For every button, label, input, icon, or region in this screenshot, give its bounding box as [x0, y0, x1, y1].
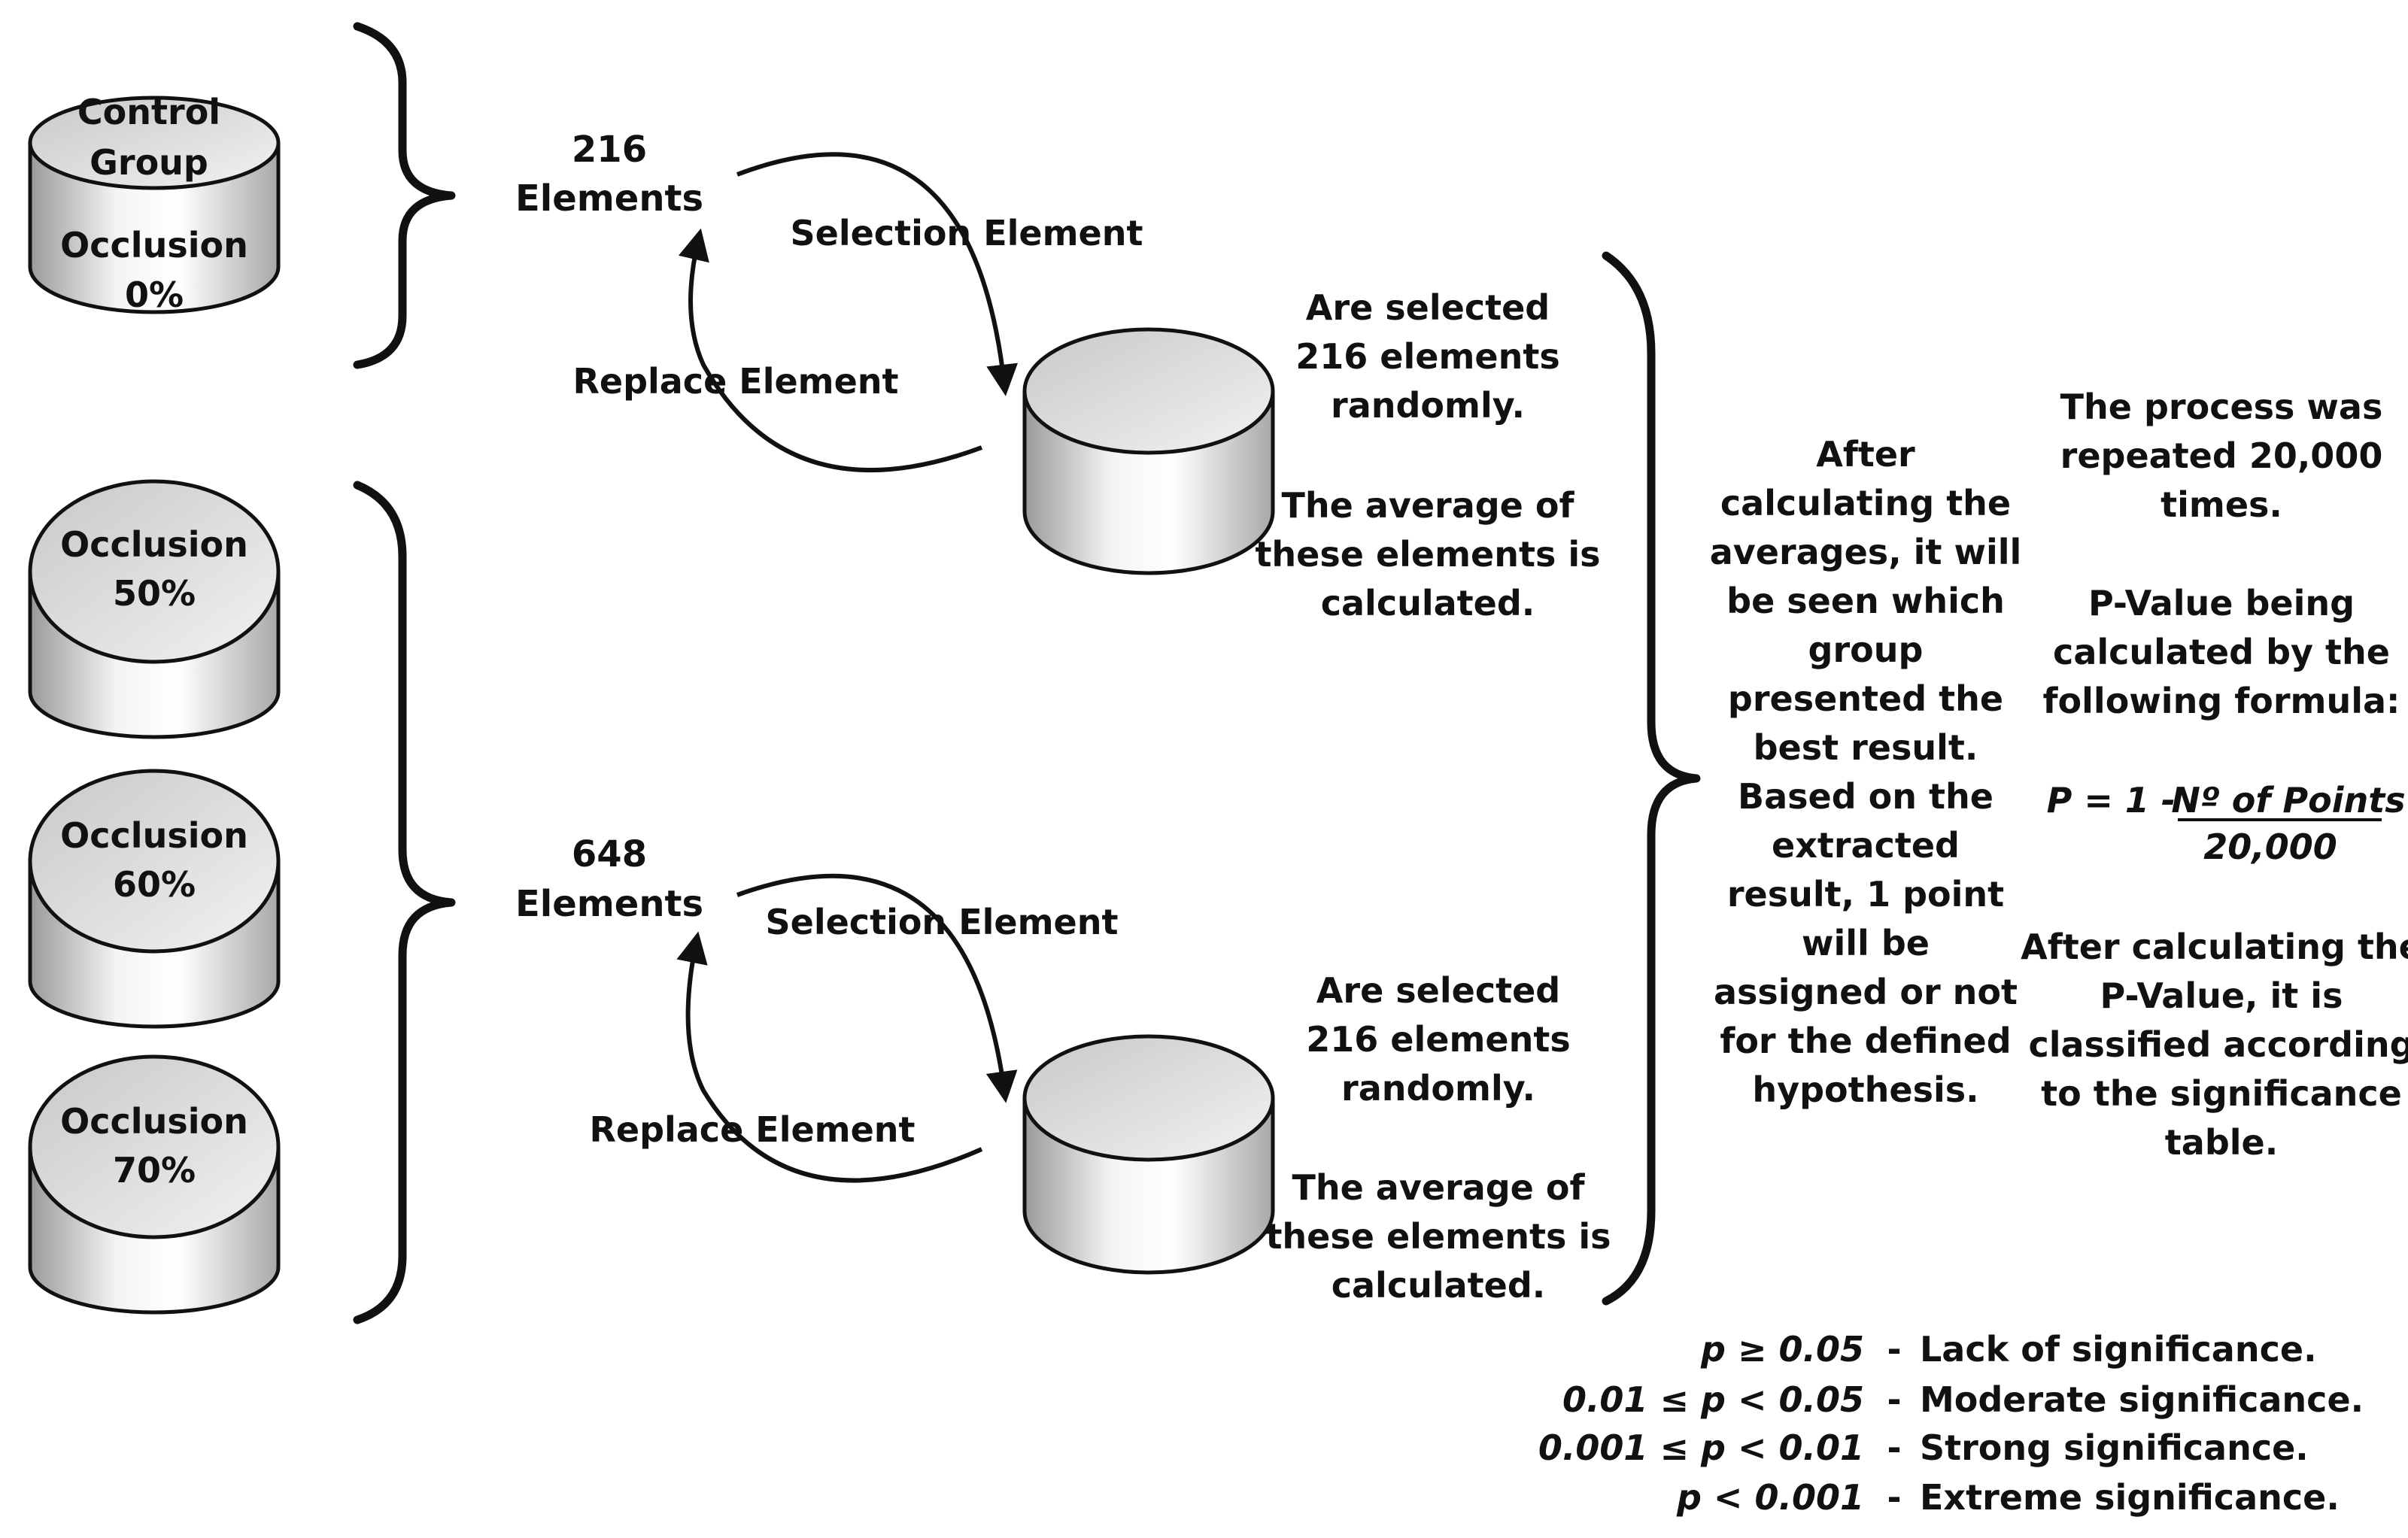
- after-text-line: assigned or not: [1714, 972, 2018, 1012]
- top-desc-line: The average of: [1281, 485, 1574, 526]
- top-selection-arrow: [736, 152, 1019, 396]
- significance-separator: -: [1887, 1379, 1901, 1420]
- significance-table: p ≥ 0.05 - Lack of significance. 0.01 ≤ …: [1538, 1329, 2364, 1518]
- top-replace-label: Replace Element: [572, 361, 898, 402]
- bottom-desc-line: calculated.: [1332, 1265, 1546, 1306]
- after-pvalue-line: classified according: [2028, 1024, 2408, 1065]
- significance-separator: -: [1887, 1427, 1901, 1468]
- after-text-line: presented the: [1728, 678, 2003, 719]
- process-text-line: The process was: [2060, 387, 2383, 427]
- process-text-line: following formula:: [2043, 681, 2400, 721]
- control-label-3: Occlusion: [60, 225, 248, 265]
- occ60-label-2: 60%: [113, 864, 196, 905]
- significance-label: Strong significance.: [1920, 1427, 2309, 1468]
- bottom-desc-line: 216 elements: [1306, 1019, 1570, 1060]
- after-pvalue-line: table.: [2165, 1122, 2278, 1163]
- pvalue-formula: P = 1 - Nº of Points 20,000: [2047, 780, 2406, 867]
- top-desc-line: calculated.: [1321, 583, 1535, 623]
- formula-lhs: P = 1 -: [2047, 780, 2176, 821]
- after-text-line: for the defined: [1720, 1021, 2011, 1061]
- bottom-description: Are selected 216 elements randomly. The …: [1265, 970, 1611, 1306]
- bottom-desc-line: Are selected: [1316, 970, 1560, 1011]
- process-text-line: times.: [2161, 484, 2282, 525]
- significance-condition: 0.001 ≤ p < 0.01: [1538, 1427, 1864, 1468]
- after-text-line: best result.: [1754, 727, 1978, 768]
- after-pvalue-line: to the significance: [2041, 1073, 2402, 1114]
- bottom-count-label: Elements: [515, 883, 703, 925]
- after-text-line: group: [1808, 629, 1924, 670]
- bottom-count: 648: [572, 833, 647, 875]
- after-text-line: hypothesis.: [1752, 1069, 1978, 1110]
- bottom-replace-label: Replace Element: [589, 1109, 915, 1150]
- significance-condition: p < 0.001: [1676, 1477, 1864, 1518]
- top-description: Are selected 216 elements randomly. The …: [1255, 287, 1600, 623]
- top-count: 216: [572, 129, 647, 171]
- bottom-selection-label: Selection Element: [766, 902, 1119, 942]
- control-label-2: Group: [90, 142, 208, 183]
- significance-separator: -: [1887, 1329, 1901, 1370]
- process-text-line: calculated by the: [2053, 632, 2390, 672]
- after-text-line: will be: [1802, 923, 1930, 963]
- process-text-line: repeated 20,000: [2060, 435, 2383, 476]
- after-text-line: result, 1 point: [1727, 874, 2004, 915]
- control-label-4: 0%: [125, 275, 184, 315]
- after-pvalue-line: P-Value, it is: [2100, 975, 2343, 1016]
- bottom-desc-line: these elements is: [1265, 1216, 1611, 1257]
- occ70-label-2: 70%: [113, 1150, 196, 1191]
- significance-row: p < 0.001 - Extreme significance.: [1676, 1477, 2340, 1518]
- significance-label: Extreme significance.: [1920, 1477, 2340, 1518]
- occ50-label-1: Occlusion: [60, 524, 248, 565]
- after-text-line: extracted: [1772, 825, 1960, 866]
- top-desc-line: these elements is: [1255, 534, 1600, 575]
- brace-results: [1602, 251, 1701, 1306]
- top-sample-cylinder: [1022, 327, 1275, 575]
- cylinder-control-group: Control Group Occlusion 0%: [28, 92, 281, 315]
- bottom-desc-line: randomly.: [1341, 1068, 1535, 1109]
- formula-numerator: Nº of Points: [2171, 780, 2405, 821]
- after-text: After calculating the averages, it will …: [1710, 434, 2022, 1110]
- cylinder-occlusion-50: Occlusion 50%: [28, 479, 281, 739]
- after-pvalue-text: After calculating the P-Value, it is cla…: [2021, 927, 2408, 1163]
- occ50-label-2: 50%: [113, 573, 196, 614]
- after-text-line: After: [1816, 434, 1915, 475]
- significance-row: p ≥ 0.05 - Lack of significance.: [1700, 1329, 2317, 1370]
- after-text-line: averages, it will: [1710, 532, 2022, 572]
- significance-row: 0.001 ≤ p < 0.01 - Strong significance.: [1538, 1427, 2309, 1468]
- top-cycle: 216 Elements Selection Element Replace E…: [515, 129, 1601, 623]
- significance-condition: p ≥ 0.05: [1700, 1329, 1864, 1370]
- significance-separator: -: [1887, 1477, 1901, 1518]
- process-text-line: P-Value being: [2088, 583, 2355, 623]
- occ70-label-1: Occlusion: [60, 1101, 248, 1142]
- top-replace-arrow: [678, 228, 983, 473]
- top-desc-line: randomly.: [1331, 385, 1525, 426]
- after-pvalue-line: After calculating the: [2021, 927, 2408, 967]
- cylinder-occlusion-70: Occlusion 70%: [28, 1054, 281, 1315]
- brace-control: [353, 22, 456, 369]
- occ60-label-1: Occlusion: [60, 815, 248, 856]
- after-text-line: calculating the: [1720, 483, 2011, 523]
- top-count-label: Elements: [515, 177, 703, 220]
- bottom-selection-arrow: [736, 873, 1018, 1103]
- top-desc-line: 216 elements: [1295, 336, 1559, 377]
- bottom-cycle: 648 Elements Selection Element Replace E…: [515, 833, 1611, 1306]
- after-text-line: Based on the: [1738, 776, 1994, 817]
- bottom-desc-line: The average of: [1292, 1167, 1585, 1208]
- cylinder-occlusion-60: Occlusion 60%: [28, 769, 281, 1029]
- top-desc-line: Are selected: [1306, 287, 1550, 328]
- significance-condition: 0.01 ≤ p < 0.05: [1562, 1379, 1864, 1420]
- brace-occlusion: [353, 481, 456, 1324]
- bottom-sample-cylinder: [1022, 1034, 1275, 1275]
- significance-row: 0.01 ≤ p < 0.05 - Moderate significance.: [1562, 1379, 2364, 1420]
- significance-label: Lack of significance.: [1920, 1329, 2317, 1370]
- significance-label: Moderate significance.: [1920, 1379, 2364, 1420]
- top-selection-label: Selection Element: [791, 213, 1143, 253]
- formula-denominator: 20,000: [2203, 827, 2337, 867]
- control-label-1: Control: [77, 92, 220, 132]
- bottom-replace-arrow: [676, 931, 983, 1183]
- process-text: The process was repeated 20,000 times. P…: [2043, 387, 2400, 721]
- after-text-line: be seen which: [1726, 581, 2005, 621]
